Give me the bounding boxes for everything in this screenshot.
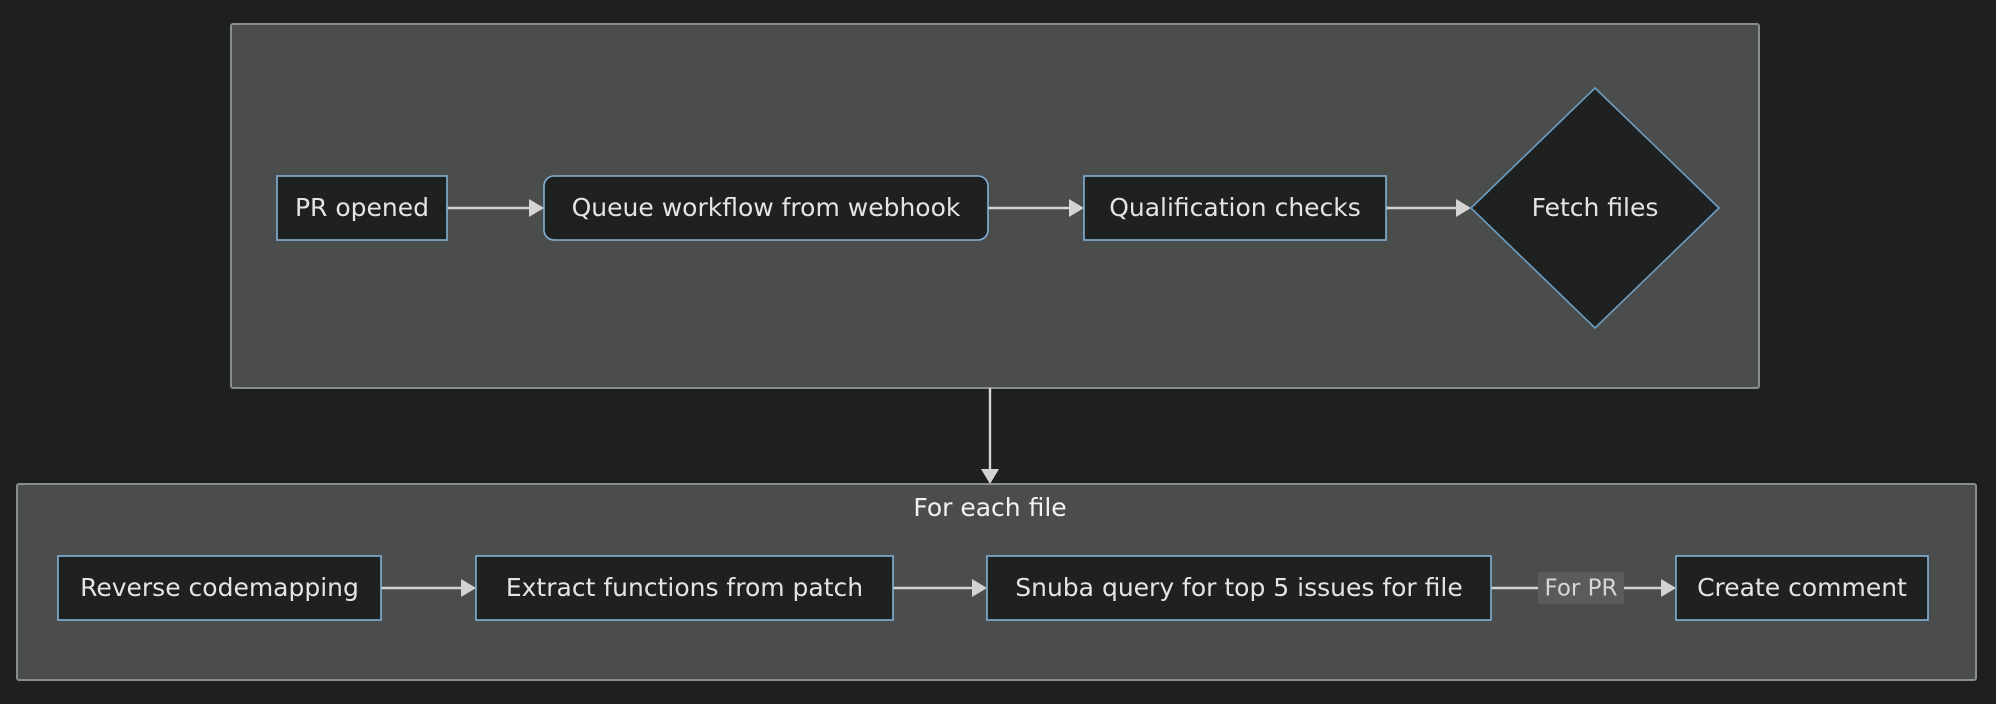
node-shape-diamond <box>1469 86 1721 330</box>
node-label: Extract functions from patch <box>506 573 863 602</box>
edge-label-layer: For PR <box>1538 572 1624 604</box>
edge-arrowhead-icon <box>1456 199 1471 217</box>
node-pr_opened[interactable]: PR opened <box>276 175 448 241</box>
subgraph-frame <box>230 23 1760 389</box>
node-shape-rect <box>276 175 448 241</box>
node-extract_functions[interactable]: Extract functions from patch <box>475 555 894 621</box>
edge-arrowhead-icon <box>461 579 476 597</box>
edge-e3 <box>1386 199 1471 217</box>
node-label: Fetch files <box>1532 193 1659 222</box>
node-label: Qualification checks <box>1109 193 1361 222</box>
node-label: Create comment <box>1697 573 1907 602</box>
node-label: Snuba query for top 5 issues for file <box>1015 573 1463 602</box>
node-shape-rect <box>1675 555 1929 621</box>
node-shape-rect <box>986 555 1492 621</box>
node-label: PR opened <box>295 193 429 222</box>
edge-arrowhead-icon <box>981 469 999 484</box>
node-shape-rounded-rect <box>543 175 989 241</box>
node-label: Queue workflow from webhook <box>572 193 961 222</box>
node-layer: PR opened Queue workflow from webhook Qual… <box>57 86 1929 621</box>
edge-e6 <box>893 579 987 597</box>
node-reverse_codemapping[interactable]: Reverse codemapping <box>57 555 382 621</box>
edge-arrowhead-icon <box>1661 579 1676 597</box>
node-create_comment[interactable]: Create comment <box>1675 555 1929 621</box>
node-queue_workflow[interactable]: Queue workflow from webhook <box>543 175 989 241</box>
edge-label-background <box>1538 572 1624 604</box>
node-snuba_query[interactable]: Snuba query for top 5 issues for file <box>986 555 1492 621</box>
edge-e4 <box>981 388 999 484</box>
edge-e5 <box>381 579 476 597</box>
node-shape-rect <box>475 555 894 621</box>
node-shape-rect <box>57 555 382 621</box>
edge-arrowhead-icon <box>529 199 544 217</box>
subgraph-title: For each file <box>913 493 1066 522</box>
edge-arrowhead-icon <box>972 579 987 597</box>
node-shape-rect <box>1083 175 1387 241</box>
edge-e1 <box>447 199 544 217</box>
subgraph-top <box>230 23 1760 389</box>
edge-arrowhead-icon <box>1069 199 1084 217</box>
edge-label-text: For PR <box>1544 576 1617 602</box>
edge-label-e7: For PR <box>1538 572 1624 604</box>
node-qualification_checks[interactable]: Qualification checks <box>1083 175 1387 241</box>
edge-e2 <box>988 199 1084 217</box>
node-fetch_files[interactable]: Fetch files <box>1469 86 1721 330</box>
node-label: Reverse codemapping <box>80 573 359 602</box>
